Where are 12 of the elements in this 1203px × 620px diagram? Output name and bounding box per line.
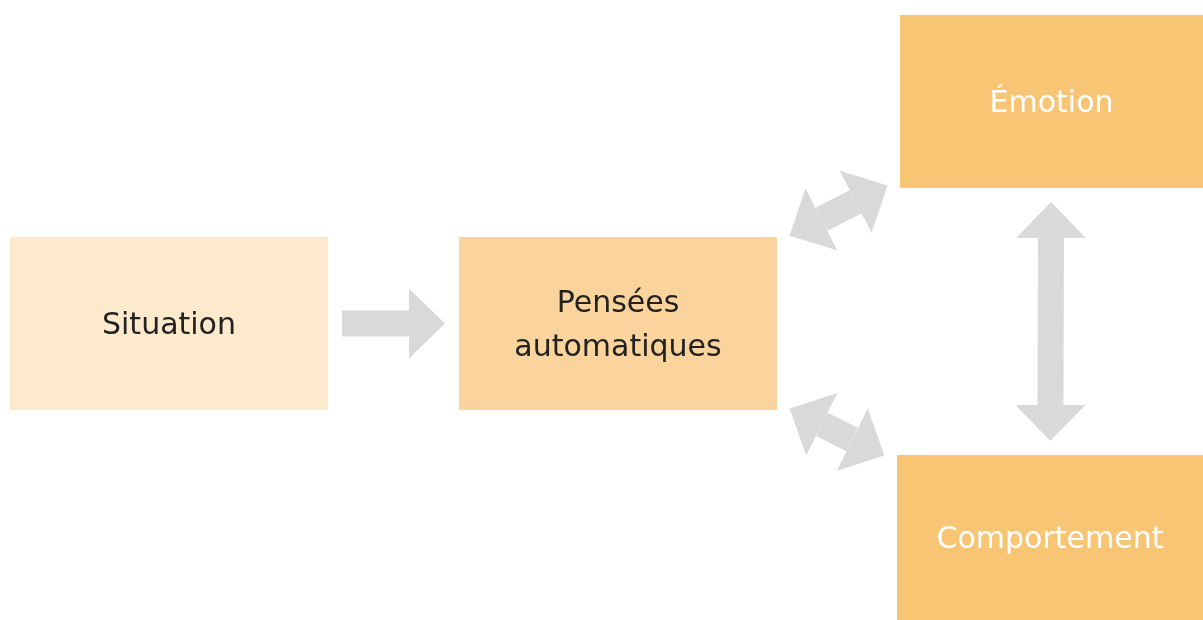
process-box (10, 237, 328, 410)
arrow (1015, 202, 1087, 441)
box-label: Situation (101, 304, 237, 343)
box-label: Pensées automatiques (513, 283, 723, 365)
box-label: Émotion (988, 82, 1115, 121)
arrow (789, 393, 885, 471)
process-box (900, 15, 1203, 188)
arrow (342, 288, 445, 359)
arrow (789, 170, 888, 251)
process-box (897, 455, 1203, 620)
box-label: Comportement (935, 518, 1165, 557)
process-box (459, 237, 777, 410)
